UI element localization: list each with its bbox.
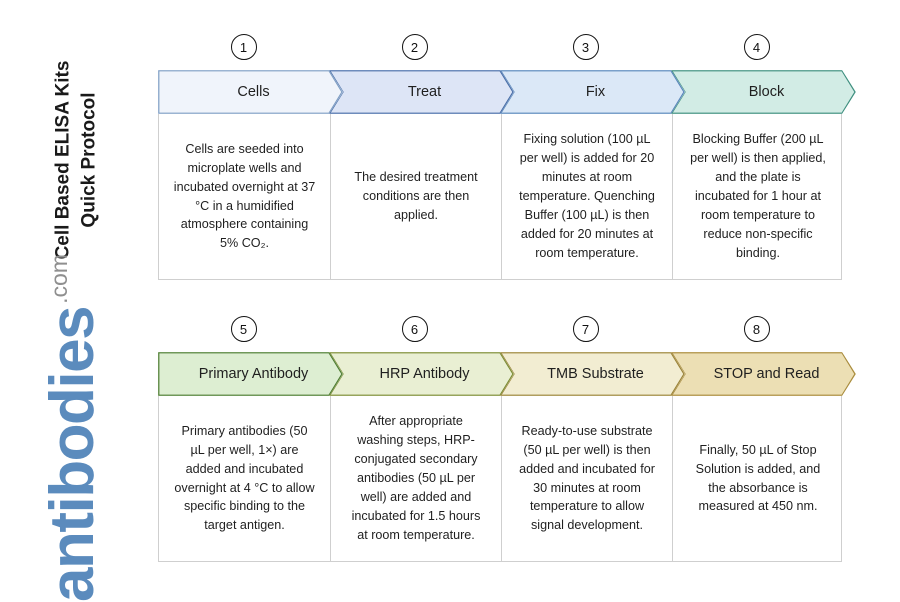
step-description-strip: Primary antibodies (50 µL per well, 1×) … (158, 396, 842, 562)
step-number-badge-2: 2 (401, 34, 428, 60)
step-chevron-8[interactable]: STOP and Read (671, 352, 856, 396)
step-description-cell-7: Ready-to-use substrate (50 µL per well) … (501, 396, 672, 561)
brand-logo: antibodies .com (8, 254, 138, 602)
step-description-cell-5: Primary antibodies (50 µL per well, 1×) … (159, 396, 330, 561)
step-chevron-2[interactable]: Treat (329, 70, 514, 114)
step-description-cell-8: Finally, 50 µL of Stop Solution is added… (672, 396, 843, 561)
step-header-strip: Primary Antibody HRP Antibody TMB Substrat… (158, 352, 842, 396)
step-chevron-label-7: TMB Substrate (547, 366, 644, 382)
step-header-strip: Cells Treat Fix Block (158, 70, 842, 114)
step-chevron-4[interactable]: Block (671, 70, 856, 114)
step-number-badge-7: 7 (572, 316, 599, 342)
step-description-cell-4: Blocking Buffer (200 µL per well) is the… (672, 114, 843, 279)
step-chevron-5[interactable]: Primary Antibody (158, 352, 343, 396)
page-title-line-2: Quick Protocol (78, 92, 99, 228)
step-description-text-6: After appropriate washing steps, HRP-con… (351, 414, 481, 542)
step-description-text-4: Blocking Buffer (200 µL per well) is the… (690, 132, 826, 260)
step-description-cell-3: Fixing solution (100 µL per well) is add… (501, 114, 672, 279)
step-number-badge-8: 8 (743, 316, 770, 342)
brand-logo-inner: antibodies .com (38, 254, 107, 602)
step-chevron-7[interactable]: TMB Substrate (500, 352, 685, 396)
step-description-text-5: Primary antibodies (50 µL per well, 1×) … (174, 423, 315, 533)
step-number-badge-4: 4 (743, 34, 770, 60)
step-description-strip: Cells are seeded into microplate wells a… (158, 114, 842, 280)
step-description-cell-2: The desired treatment conditions are the… (330, 114, 501, 279)
step-chevron-label-5: Primary Antibody (198, 366, 309, 382)
page-title-line-1: Cell Based ELISA Kits (52, 60, 74, 260)
step-description-text-8: Finally, 50 µL of Stop Solution is added… (695, 442, 821, 514)
step-chevron-label-2: Treat (407, 84, 442, 100)
step-chevron-label-1: Cells (237, 84, 270, 100)
step-number-strip: 5 6 7 8 (158, 316, 842, 352)
step-number-badge-5: 5 (230, 316, 257, 342)
step-description-text-1: Cells are seeded into microplate wells a… (173, 141, 316, 251)
step-chevron-1[interactable]: Cells (158, 70, 343, 114)
step-chevron-label-4: Block (748, 84, 785, 100)
step-description-cell-1: Cells are seeded into microplate wells a… (159, 114, 330, 279)
step-chevron-6[interactable]: HRP Antibody (329, 352, 514, 396)
step-chevron-label-6: HRP Antibody (379, 366, 470, 382)
step-chevron-label-3: Fix (585, 84, 606, 100)
step-description-text-3: Fixing solution (100 µL per well) is add… (519, 132, 655, 260)
step-number-badge-6: 6 (401, 316, 428, 342)
step-number-badge-1: 1 (230, 34, 257, 60)
step-chevron-label-8: STOP and Read (713, 366, 820, 382)
brand-logo-tld: .com (46, 254, 72, 304)
step-description-text-7: Ready-to-use substrate (50 µL per well) … (519, 423, 655, 533)
step-number-badge-3: 3 (572, 34, 599, 60)
step-description-text-2: The desired treatment conditions are the… (354, 170, 478, 222)
step-number-strip: 1 2 3 4 (158, 34, 842, 70)
page-title-text: Cell Based ELISA Kits Quick Protocol (50, 61, 101, 260)
step-description-cell-6: After appropriate washing steps, HRP-con… (330, 396, 501, 561)
brand-logo-name: antibodies (38, 306, 107, 602)
step-chevron-3[interactable]: Fix (500, 70, 685, 114)
